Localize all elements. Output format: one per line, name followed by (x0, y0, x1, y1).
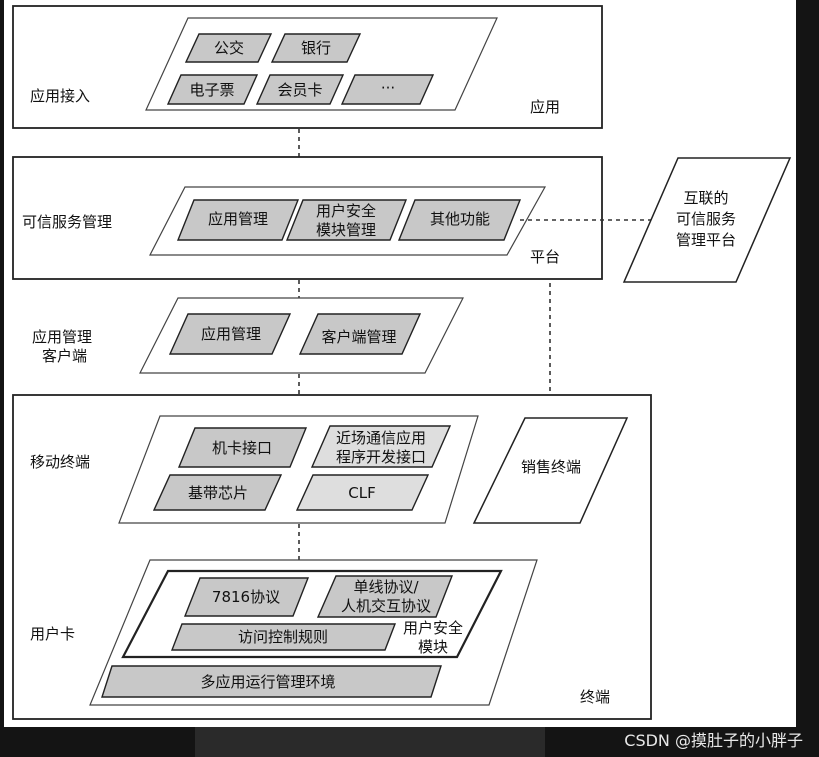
app-item-bus: 公交 (214, 39, 244, 57)
interconnect-tsm: 互联的 可信服务 管理平台 (622, 157, 792, 283)
mobile-box-baseband (152, 474, 283, 511)
mobile-item-card-interface: 机卡接口 (212, 439, 272, 457)
mobile-item-clf: CLF (348, 484, 375, 502)
platform-layer: 应用管理 用户安全 模块管理 其他功能 可信服务管理 平台 (12, 156, 603, 280)
mobile-item-nfc-line2: 程序开发接口 (336, 448, 426, 466)
card-item-7816: 7816协议 (212, 588, 280, 606)
client-item-app-mgmt: 应用管理 (201, 325, 261, 343)
card-item-access-control: 访问控制规则 (238, 628, 328, 646)
platform-box-other (397, 199, 522, 241)
platform-box-app-mgmt (176, 199, 300, 241)
platform-corner-label: 平台 (530, 248, 560, 266)
card-item-security-line2: 模块 (418, 638, 448, 656)
platform-item-security-line1: 用户安全 (316, 202, 376, 220)
user-card-label: 用户卡 (30, 625, 75, 643)
app-item-membership: 会员卡 (277, 81, 322, 99)
card-box-swp-hci (316, 575, 454, 618)
sales-terminal-label: 销售终端 (521, 458, 581, 476)
interconnect-line2: 可信服务 (676, 210, 736, 228)
terminal-layer: 机卡接口 近场通信应用 程序开发接口 基带芯片 CLF 移动终端 销售终端 78… (12, 394, 652, 720)
app-box-bus (184, 33, 273, 63)
card-box-multi-app-env (101, 665, 442, 698)
platform-item-other: 其他功能 (430, 210, 490, 228)
card-box-7816 (183, 577, 310, 617)
app-box-bank (270, 33, 362, 63)
client-box-app-mgmt (168, 313, 292, 355)
terminal-corner-label: 终端 (580, 688, 610, 706)
platform-item-app-mgmt: 应用管理 (208, 210, 268, 228)
app-item-bank: 银行 (301, 39, 331, 57)
app-box-more (340, 74, 435, 105)
mobile-item-nfc-line1: 近场通信应用 (336, 429, 426, 447)
card-item-swp-line1: 单线协议/ (353, 578, 419, 596)
mobile-box-nfc-api (310, 425, 452, 468)
mobile-item-baseband: 基带芯片 (188, 484, 248, 502)
background-strip (195, 727, 545, 757)
interconnect-line1: 互联的 (683, 189, 728, 207)
interconnect-parallelogram (622, 157, 792, 283)
app-corner-label: 应用 (530, 98, 560, 116)
client-item-client-mgmt: 客户端管理 (321, 328, 396, 346)
sales-parallelogram (472, 417, 629, 524)
interconnect-line3: 管理平台 (676, 231, 736, 249)
app-box-membership (255, 74, 345, 105)
client-layer: 应用管理 客户端管理 应用管理 客户端 (32, 297, 464, 374)
app-item-eticket: 电子票 (189, 81, 234, 99)
mobile-box-clf (295, 474, 430, 511)
app-box-eticket (166, 74, 259, 105)
mobile-box-card-interface (177, 427, 308, 468)
client-label-line2: 客户端 (42, 347, 87, 365)
mobile-terminal-label: 移动终端 (30, 453, 90, 471)
application-layer: 公交 银行 电子票 会员卡 ··· 应用接入 应用 (12, 5, 603, 129)
client-box-client-mgmt (298, 313, 422, 355)
app-item-more: ··· (381, 79, 395, 97)
card-item-multi-app-env: 多应用运行管理环境 (200, 673, 335, 691)
client-label-line1: 应用管理 (32, 328, 92, 346)
platform-layer-label: 可信服务管理 (22, 213, 112, 231)
card-item-security-line1: 用户安全 (403, 619, 463, 637)
card-item-swp-line2: 人机交互协议 (341, 597, 431, 615)
platform-box-security (285, 199, 408, 241)
platform-item-security-line2: 模块管理 (316, 221, 376, 239)
app-layer-label: 应用接入 (30, 87, 90, 105)
watermark-text: CSDN @摸肚子的小胖子 (624, 731, 803, 750)
card-box-access-control (170, 623, 397, 651)
